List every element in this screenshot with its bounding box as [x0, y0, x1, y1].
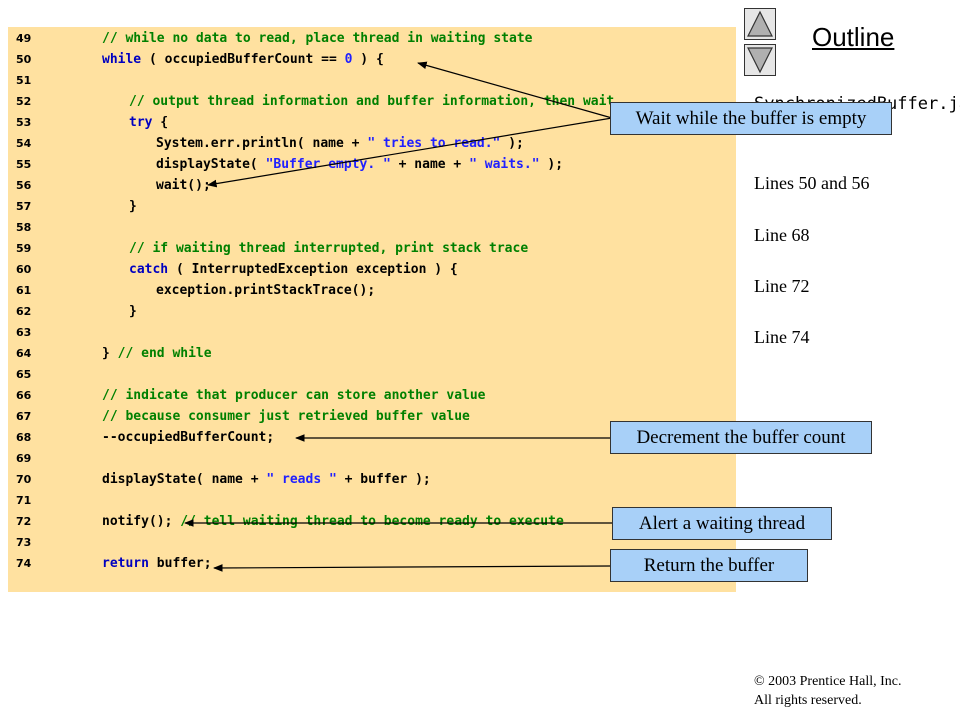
code-text: } — [129, 199, 137, 214]
previous-slide-button[interactable] — [744, 8, 776, 40]
arrow-to-line-74 — [213, 564, 611, 572]
code-text: } — [129, 304, 137, 319]
arrow-to-line-56 — [207, 117, 613, 188]
line-number: 68 — [16, 431, 32, 444]
code-text: notify(); // tell waiting thread to beco… — [102, 514, 564, 529]
callout-alert: Alert a waiting thread — [612, 507, 832, 540]
line-number: 52 — [16, 95, 32, 108]
callout-wait: Wait while the buffer is empty — [610, 102, 892, 135]
line-number: 58 — [16, 221, 32, 234]
line-number: 63 — [16, 326, 32, 339]
line-ref-line-68: Line 68 — [754, 225, 810, 245]
line-number: 57 — [16, 200, 32, 213]
code-text: // output thread information and buffer … — [129, 94, 615, 109]
code-text: // if waiting thread interrupted, print … — [129, 241, 529, 256]
line-number: 62 — [16, 305, 32, 318]
code-text: while ( occupiedBufferCount == 0 ) { — [102, 52, 384, 67]
callout-return: Return the buffer — [610, 549, 808, 582]
line-ref-lines-50-56: Lines 50 and 56 — [754, 173, 870, 193]
line-number: 53 — [16, 116, 32, 129]
code-text: return buffer; — [102, 556, 212, 571]
code-text: displayState( name + " reads " + buffer … — [102, 472, 431, 487]
line-number: 69 — [16, 452, 32, 465]
line-ref-line-72: Line 72 — [754, 276, 810, 296]
code-text: // indicate that producer can store anot… — [102, 388, 486, 403]
outline-title[interactable]: Outline — [812, 22, 895, 52]
line-number: 55 — [16, 158, 32, 171]
line-number: 61 — [16, 284, 32, 297]
line-number: 54 — [16, 137, 32, 150]
line-number: 60 — [16, 263, 32, 276]
code-text: --occupiedBufferCount; — [102, 430, 275, 445]
next-slide-button[interactable] — [744, 44, 776, 76]
line-number: 71 — [16, 494, 32, 507]
copyright: © 2003 Prentice Hall, Inc. All rights re… — [754, 672, 902, 710]
line-number: 51 — [16, 74, 32, 87]
code-text: // while no data to read, place thread i… — [102, 31, 533, 46]
line-number: 56 — [16, 179, 32, 192]
line-number: 59 — [16, 242, 32, 255]
line-number: 65 — [16, 368, 32, 381]
arrow-to-line-50 — [417, 61, 613, 119]
line-number: 64 — [16, 347, 32, 360]
triangle-up-icon — [747, 10, 773, 37]
copyright-line-2: All rights reserved. — [754, 693, 862, 708]
triangle-down-icon — [747, 47, 773, 74]
code-text: exception.printStackTrace(); — [156, 283, 376, 298]
code-text: catch ( InterruptedException exception )… — [129, 262, 458, 277]
line-number: 72 — [16, 515, 32, 528]
line-ref-line-74: Line 74 — [754, 327, 810, 347]
copyright-line-1: © 2003 Prentice Hall, Inc. — [754, 674, 902, 689]
line-number: 74 — [16, 557, 32, 570]
code-text: try { — [129, 115, 169, 130]
callout-decrement: Decrement the buffer count — [610, 421, 872, 454]
code-text: System.err.println( name + " tries to re… — [156, 136, 524, 151]
line-number: 73 — [16, 536, 32, 549]
line-number: 67 — [16, 410, 32, 423]
line-number: 70 — [16, 473, 32, 486]
code-text: wait(); — [156, 178, 211, 193]
line-number: 49 — [16, 32, 32, 45]
line-number: 66 — [16, 389, 32, 402]
code-text: } // end while — [102, 346, 212, 361]
code-text: // because consumer just retrieved buffe… — [102, 409, 470, 424]
line-number: 50 — [16, 53, 32, 66]
